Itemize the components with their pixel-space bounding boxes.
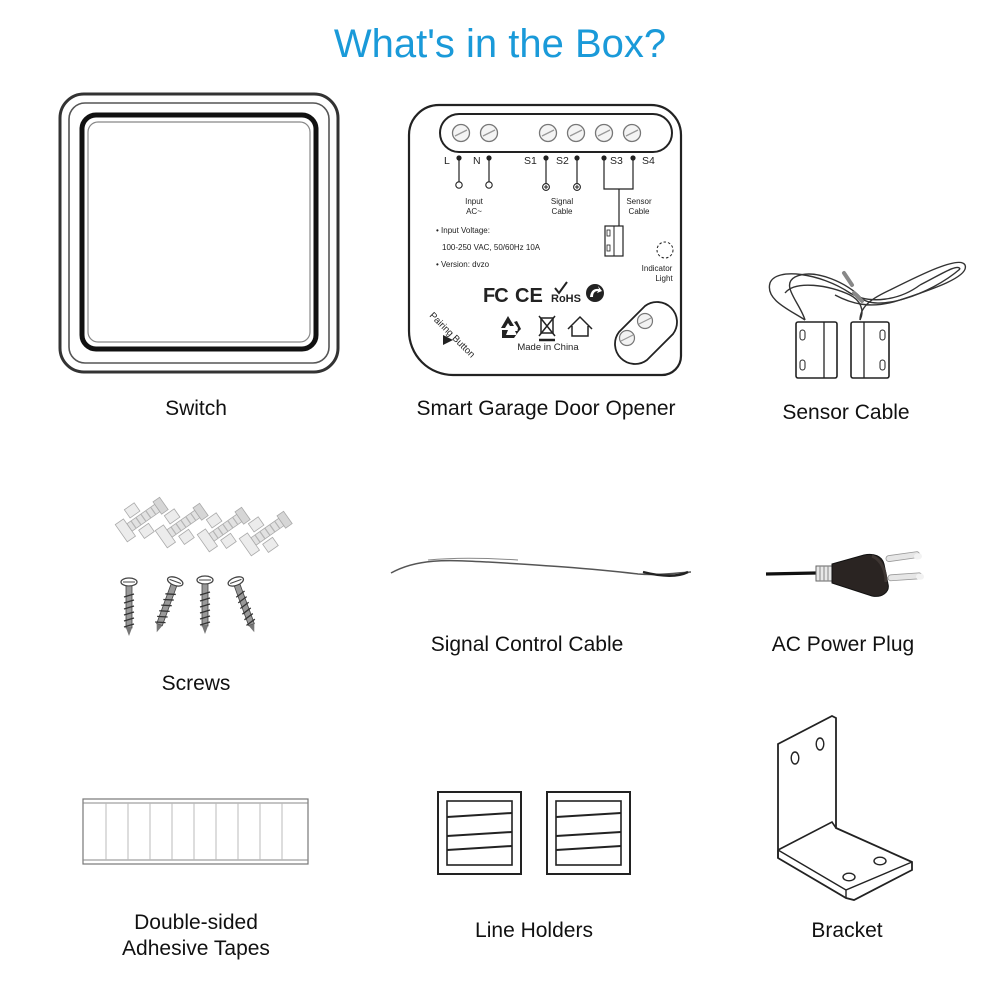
- wood-screw-icon: [196, 575, 214, 635]
- fc-mark-icon: FC: [483, 285, 508, 307]
- bracket-illustration: [777, 714, 913, 901]
- line-holders-illustration: [437, 791, 631, 875]
- sensor-cable-label: Sensor Cable: [782, 401, 910, 424]
- input-ac-label: AC~: [466, 207, 482, 216]
- signal-cable-label: Cable: [552, 207, 573, 216]
- bracket-label: Bracket: [811, 919, 883, 942]
- adhesive-tapes-label-line1: Double-sided: [134, 911, 258, 934]
- power-plug-label: AC Power Plug: [771, 633, 915, 656]
- weee-bin-icon: [538, 315, 556, 342]
- terminal-label-n: N: [473, 155, 481, 167]
- indoor-house-icon: [567, 315, 593, 337]
- line-holders-label: Line Holders: [475, 919, 593, 942]
- sensor-cable-label-small: Cable: [629, 207, 650, 216]
- page-title: What's in the Box?: [333, 22, 667, 66]
- terminal-label-s4: S4: [642, 155, 655, 167]
- switch-illustration: [58, 92, 340, 374]
- spec-range: 100-250 VAC, 50/60Hz 10A: [442, 243, 541, 252]
- rohs-mark-icon: RoHS: [551, 293, 581, 305]
- spec-voltage: • Input Voltage:: [436, 226, 490, 235]
- switch-label: Switch: [165, 397, 227, 420]
- pairing-arrow-icon: [443, 335, 453, 345]
- sensor-magnet-left: [795, 321, 838, 379]
- terminal-label-s2: S2: [556, 155, 569, 167]
- signal-label: Signal: [551, 197, 573, 206]
- recycle-icon: [501, 316, 521, 338]
- indicator-label: Indicator: [642, 264, 673, 273]
- screws-label: Screws: [161, 672, 231, 695]
- line-holder-left: [437, 791, 522, 875]
- power-plug-illustration: [765, 551, 924, 597]
- signal-cable-illustration: [390, 557, 692, 577]
- screws-illustration: [110, 488, 299, 637]
- terminal-label-s1: S1: [524, 155, 537, 167]
- indicator-light-label: Light: [655, 274, 673, 283]
- adhesive-tapes-label: Double-sided Adhesive Tapes: [96, 910, 296, 962]
- terminal-label-l: L: [444, 155, 450, 167]
- wood-screw-icon: [226, 574, 263, 636]
- sensor-cable-illustration: [768, 261, 966, 379]
- adhesive-tapes-label-line2: Adhesive Tapes: [122, 937, 270, 960]
- indicator-light-icon: [656, 241, 674, 259]
- wood-screw-icon: [120, 577, 138, 637]
- sensor-label: Sensor: [626, 197, 652, 206]
- terminal-screws: [451, 123, 642, 143]
- made-in-label: Made in China: [517, 342, 579, 353]
- terminal-label-s3: S3: [610, 155, 623, 167]
- opener-illustration: L N S1 S2 S3 S4 Input AC~ Signal Cable S…: [407, 103, 683, 377]
- adhesive-tapes-illustration: [82, 798, 309, 865]
- wood-screw-icon: [148, 574, 185, 636]
- ce-mark-icon: CE: [515, 285, 543, 307]
- line-holder-right: [546, 791, 631, 875]
- input-label: Input: [465, 197, 484, 206]
- signal-cable-label: Signal Control Cable: [430, 633, 624, 656]
- opener-label: Smart Garage Door Opener: [416, 397, 676, 420]
- spec-version: • Version: dvzo: [436, 260, 490, 269]
- recycle-arrow-icon: [586, 284, 604, 302]
